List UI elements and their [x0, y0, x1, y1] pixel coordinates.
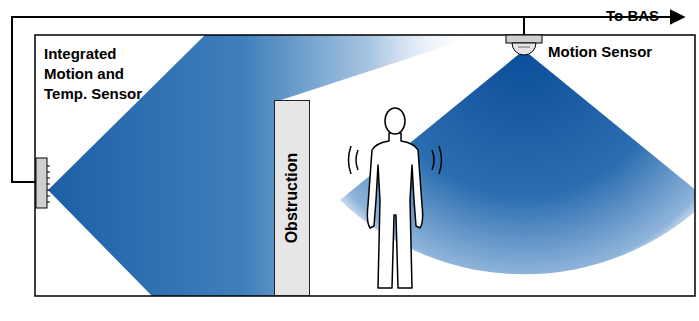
obstruction-label: Obstruction	[283, 153, 301, 244]
person-figure	[367, 108, 422, 288]
bas-wire	[12, 17, 684, 36]
room-outline	[35, 35, 695, 296]
obstruction-box: Obstruction	[274, 100, 310, 296]
sensor-wire	[12, 16, 38, 182]
wall-sensor	[36, 158, 50, 208]
motion-marks	[349, 146, 442, 174]
bas-label: To BAS	[606, 6, 659, 26]
sensor-label: Motion Sensor	[548, 42, 652, 62]
sensor-label: Integrated Motion and Temp. Sensor	[44, 44, 148, 104]
ceiling-motion-sensor	[506, 35, 542, 55]
